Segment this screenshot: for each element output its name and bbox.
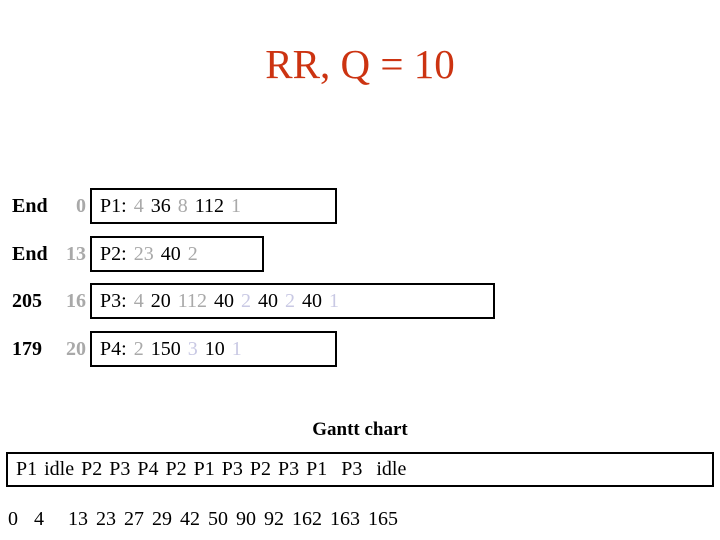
burst-value: 40	[301, 289, 322, 312]
burst-value: 40	[160, 242, 181, 265]
burst-value: 40	[257, 289, 278, 312]
timeline-tick-values: 0 4 13 23 27 29 42 50 90 92 162 163 165	[8, 508, 398, 530]
process-box-p3: P3: 4 20 112 40 2 40 2 40 1	[90, 283, 495, 319]
gantt-chart-heading: Gantt chart	[312, 419, 408, 440]
burst-value: 1	[328, 289, 339, 312]
process-row: 205 16 P3: 4 20 112 40 2 40 2 40 1	[0, 283, 495, 319]
burst-value: 3	[187, 337, 198, 360]
burst-value: 40	[213, 289, 234, 312]
burst-value: 2	[133, 337, 144, 360]
row-end-value: 0	[76, 194, 86, 217]
burst-value: 2	[284, 289, 295, 312]
burst-value: 1	[231, 337, 242, 360]
row-left-label: End	[12, 242, 48, 265]
row-end-value: 13	[66, 242, 86, 265]
process-row: End 0 P1: 4 36 8 112 1	[0, 188, 337, 224]
process-row: End 13 P2: 23 40 2	[0, 236, 264, 272]
burst-value: 4	[133, 194, 144, 217]
burst-value: 8	[177, 194, 188, 217]
process-box-p4: P4: 2 150 3 10 1	[90, 331, 337, 367]
burst-value: 10	[204, 337, 225, 360]
burst-value: P2:	[100, 242, 127, 265]
process-box-p1: P1: 4 36 8 112 1	[90, 188, 337, 224]
burst-value: P4:	[100, 337, 127, 360]
gantt-sequence-box: P1 idle P2 P3 P4 P2 P1 P3 P2 P3 P1 P3 id…	[6, 452, 714, 487]
burst-value: 2	[187, 242, 198, 265]
burst-value: 36	[150, 194, 171, 217]
process-row: 179 20 P4: 2 150 3 10 1	[0, 331, 337, 367]
burst-value: 23	[133, 242, 154, 265]
row-end-value: 16	[66, 289, 86, 312]
row-left-label: End	[12, 194, 48, 217]
burst-value: 20	[150, 289, 171, 312]
burst-value: 112	[177, 289, 207, 312]
burst-value: 112	[194, 194, 224, 217]
burst-value: P3:	[100, 289, 127, 312]
burst-value: 2	[240, 289, 251, 312]
row-left-label: 205	[12, 289, 42, 312]
slide-title: RR, Q = 10	[265, 41, 455, 87]
burst-value: 150	[150, 337, 181, 360]
row-end-value: 20	[66, 337, 86, 360]
row-left-label: 179	[12, 337, 42, 360]
burst-value: P1:	[100, 194, 127, 217]
burst-value: 1	[230, 194, 241, 217]
burst-value: 4	[133, 289, 144, 312]
process-box-p2: P2: 23 40 2	[90, 236, 264, 272]
